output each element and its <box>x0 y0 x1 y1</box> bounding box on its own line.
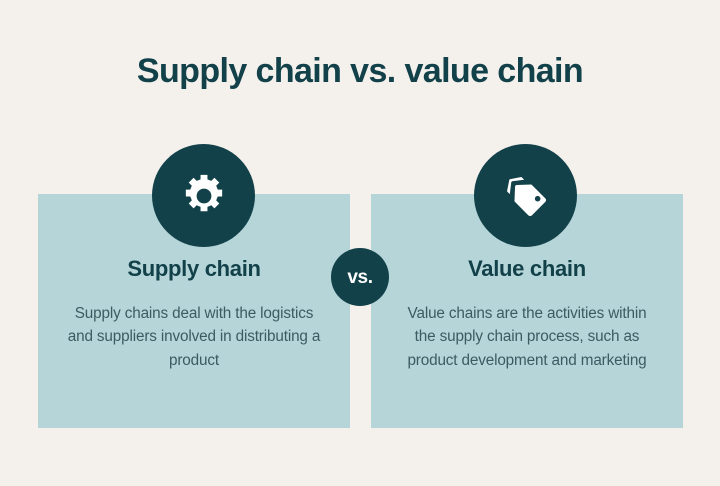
card-heading-supply-chain: Supply chain <box>127 256 261 281</box>
icon-badge-value-chain <box>474 144 577 247</box>
page-title: Supply chain vs. value chain <box>136 52 584 90</box>
card-heading-value-chain: Value chain <box>468 256 586 281</box>
vs-badge-label: vs. <box>347 266 373 288</box>
vs-badge: vs. <box>331 248 389 306</box>
gear-icon <box>181 173 227 219</box>
icon-badge-supply-chain <box>152 144 255 247</box>
card-body-supply-chain: Supply chains deal with the logistics an… <box>67 305 321 369</box>
price-tag-icon <box>503 173 549 219</box>
comparison-card-value-chain: Value chain Value chains are the activit… <box>371 194 683 428</box>
card-body-value-chain: Value chains are the activities within t… <box>407 305 647 369</box>
